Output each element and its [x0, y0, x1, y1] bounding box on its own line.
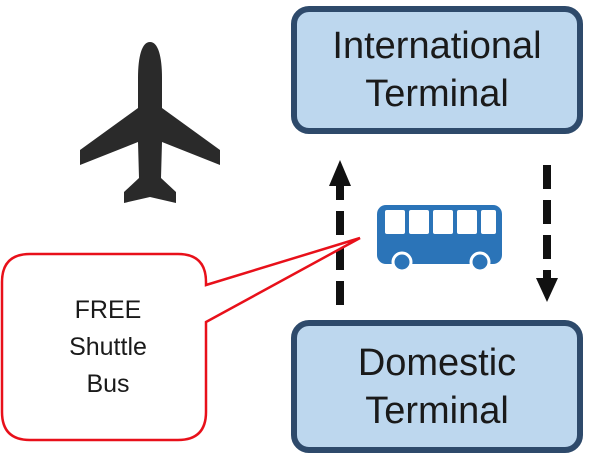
callout-line3: Bus [86, 369, 130, 398]
international-terminal-line2: Terminal [365, 73, 509, 115]
shuttle-callout-text: FREE Shuttle Bus [10, 262, 206, 432]
domestic-terminal-line2: Terminal [365, 389, 509, 432]
international-terminal-line1: International [332, 25, 542, 67]
international-terminal-box: International Terminal [291, 6, 583, 134]
callout-line1: FREE [74, 295, 142, 324]
arrow-to-domestic [536, 165, 558, 302]
arrow-to-international [329, 160, 351, 305]
airplane-icon [80, 42, 220, 203]
domestic-terminal-line1: Domestic [357, 341, 517, 384]
callout-line2: Shuttle [69, 332, 147, 361]
callout-bubble [0, 236, 361, 442]
domestic-terminal-box: Domestic Terminal [291, 320, 583, 453]
bus-icon [377, 205, 502, 273]
